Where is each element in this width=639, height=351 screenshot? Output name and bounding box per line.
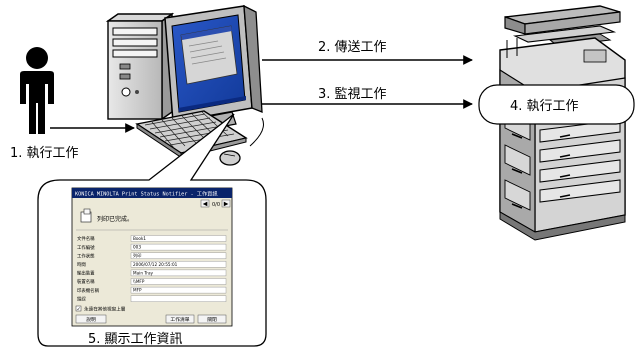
printer-label-box [478, 84, 635, 125]
field-label: 工作狀態 [77, 252, 95, 259]
field-value-box [130, 252, 227, 259]
job-info-dialog: KONICA MINOLTA Print Status Notifier - 工… [71, 187, 233, 327]
dialog-message: 列印已完成。 [97, 215, 133, 223]
step-1-label: 1. 執行工作 [10, 145, 79, 161]
close-button[interactable] [197, 314, 227, 324]
checkbox-check-icon: ✓ [77, 307, 81, 313]
user-icon [20, 47, 54, 134]
field-label: 輸出裝置 [77, 270, 95, 277]
next-button[interactable] [221, 199, 231, 208]
step-2-label: 2. 傳送工作 [318, 40, 387, 55]
field-row: 文件名稱 Book1 [77, 235, 227, 242]
field-row: 時間 2006/07/12 20:55:01 [77, 261, 227, 268]
help-button[interactable] [75, 314, 107, 324]
field-row: 錯誤 [77, 295, 227, 302]
field-value: Main Tray [133, 270, 154, 275]
field-value: 列印 [133, 252, 141, 259]
field-value: \\MFP [133, 279, 145, 284]
field-label: 文件名稱 [77, 235, 95, 242]
monitor-icon [164, 4, 263, 131]
field-value-box [130, 286, 227, 294]
close-button-label: 關閉 [207, 317, 217, 323]
field-row: 工作編號 003 [77, 243, 227, 251]
prev-button[interactable] [200, 199, 210, 208]
help-button-label: 說明 [86, 316, 96, 323]
step-4-label: 4. 執行工作 [510, 98, 579, 114]
mouse-icon [219, 117, 264, 166]
field-row: 輸出裝置 Main Tray [77, 269, 227, 277]
step-3-label: 3. 監視工作 [318, 86, 387, 102]
field-label: 裝置名稱 [77, 278, 95, 285]
job-queue-button-label: 工作清單 [170, 316, 189, 323]
always-on-top-checkbox[interactable] [75, 305, 82, 312]
field-value: MFP [133, 288, 142, 293]
next-icon: ▶ [224, 201, 229, 208]
job-queue-button[interactable] [165, 314, 195, 324]
field-value-box [130, 269, 227, 277]
prev-icon: ◀ [203, 201, 208, 208]
field-row: 裝置名稱 \\MFP [77, 278, 227, 285]
field-value-box [130, 261, 227, 268]
dialog-title: KONICA MINOLTA Print Status Notifier - 工… [75, 190, 218, 198]
field-label: 印表機名稱 [77, 287, 100, 294]
dialog-titlebar [72, 188, 232, 198]
pc-tower-icon [105, 12, 175, 121]
step-5-label: 5. 顯示工作資訊 [88, 332, 183, 347]
field-row: 印表機名稱 MFP [77, 286, 227, 294]
field-value: 2006/07/12 20:55:01 [133, 262, 178, 267]
field-label: 時間 [77, 262, 86, 268]
field-value: 003 [133, 245, 141, 250]
field-value-box [130, 235, 227, 242]
field-label: 錯誤 [77, 295, 86, 302]
always-on-top-label: 永遠在其他視窗上層 [84, 306, 126, 313]
field-value-box [130, 243, 227, 251]
field-row: 工作狀態 列印 [77, 252, 227, 259]
printer-status-icon [80, 208, 92, 223]
field-label: 工作編號 [77, 244, 95, 251]
page-indicator: 0/0 [212, 202, 220, 208]
field-value-box [130, 295, 227, 302]
field-value: Book1 [133, 236, 146, 241]
field-value-box [130, 278, 227, 285]
